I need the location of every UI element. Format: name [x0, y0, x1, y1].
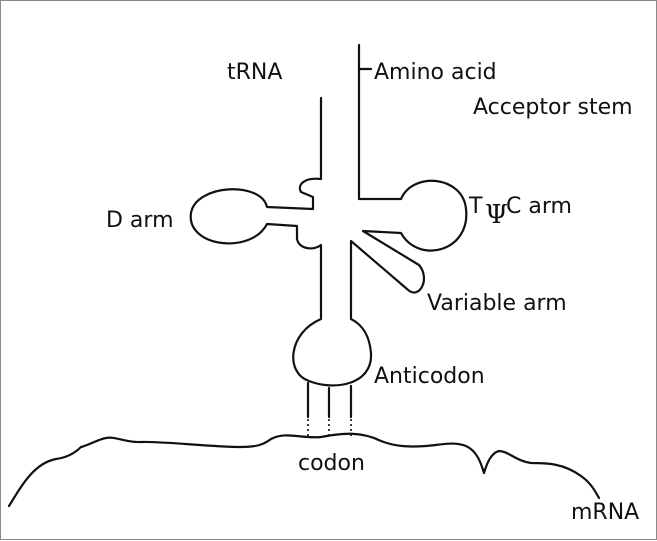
variable-arm-label: Variable arm: [427, 291, 567, 316]
tpc-arm-t-label: T: [468, 194, 483, 219]
trna-left-outline: [191, 45, 467, 385]
trna-label: tRNA: [227, 60, 282, 85]
acceptor-stem-label: Acceptor stem: [473, 95, 633, 120]
amino-acid-label: Amino acid: [374, 60, 497, 85]
anticodon-label: Anticodon: [374, 364, 485, 389]
tpc-arm-c-label: C arm: [506, 194, 572, 219]
mrna-label: mRNA: [571, 500, 639, 525]
tpc-arm-psi-label: Ψ: [485, 200, 508, 230]
codon-label: codon: [298, 451, 365, 476]
d-arm-label: D arm: [106, 208, 174, 233]
